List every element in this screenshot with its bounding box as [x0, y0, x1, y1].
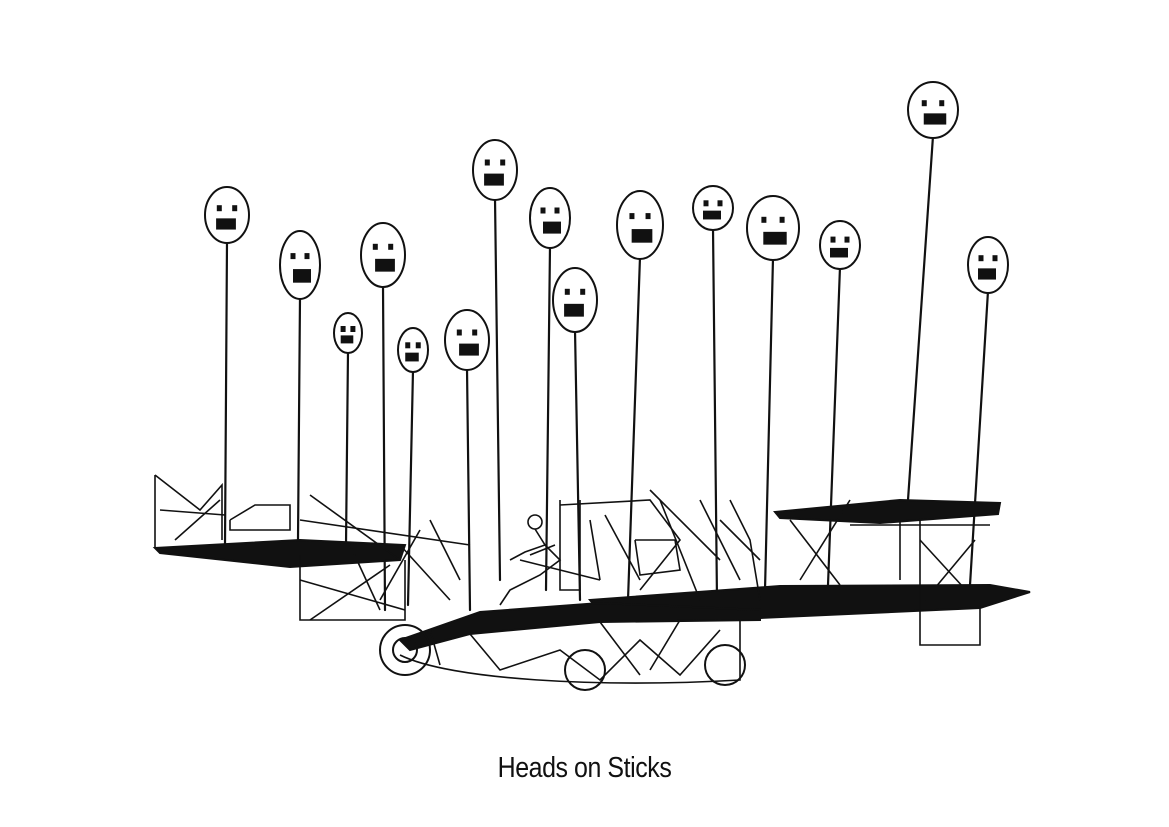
stick — [711, 226, 719, 602]
vehicle-frame — [154, 474, 990, 684]
stick — [573, 328, 582, 602]
stick — [763, 256, 775, 592]
head — [746, 195, 800, 261]
head — [333, 312, 363, 354]
stick — [465, 366, 472, 612]
stick — [344, 349, 350, 547]
heads — [204, 81, 1009, 373]
stick — [223, 239, 229, 547]
stick — [826, 265, 842, 587]
head — [692, 185, 734, 231]
head — [967, 236, 1009, 294]
stick — [626, 255, 642, 602]
head — [360, 222, 406, 288]
sticks — [223, 134, 990, 612]
head — [819, 220, 861, 270]
head — [907, 81, 959, 139]
head — [204, 186, 250, 244]
vehicle-platforms — [152, 498, 1031, 652]
stick — [906, 134, 935, 502]
head — [616, 190, 664, 260]
head — [472, 139, 518, 201]
stick — [544, 244, 552, 592]
stick — [296, 295, 302, 542]
head — [552, 267, 598, 333]
stick — [493, 196, 502, 582]
vehicle-wheels — [379, 624, 746, 691]
caption-title: Heads on Sticks — [497, 752, 672, 784]
head — [397, 327, 429, 373]
head — [529, 187, 571, 249]
head — [444, 309, 490, 371]
head — [279, 230, 321, 300]
stick — [968, 289, 990, 587]
stick — [406, 368, 415, 607]
